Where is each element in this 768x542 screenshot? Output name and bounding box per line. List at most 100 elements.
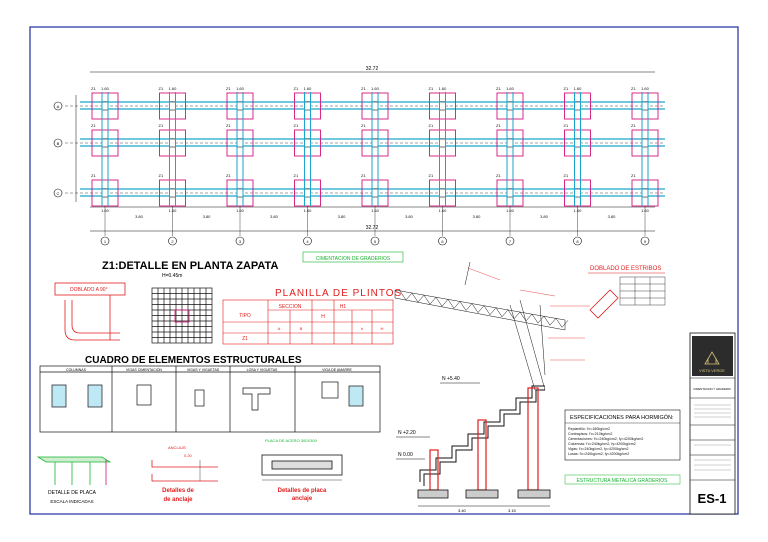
truss-diagonal — [465, 303, 473, 311]
axis-number: 7 — [509, 239, 512, 244]
estribos-table — [619, 276, 666, 306]
footing-tag: Z1 — [91, 173, 96, 178]
footing — [294, 92, 321, 120]
column — [439, 138, 446, 148]
span-dim: 3.80 — [405, 214, 414, 219]
footing-tag: Z1 — [564, 173, 569, 178]
titleblock-title: CIMENTACION Y GRADERIO — [693, 387, 731, 391]
zapata-column-stub — [174, 309, 190, 323]
axis-number: 8 — [576, 239, 579, 244]
level-540: N +5.40 — [442, 376, 460, 382]
truss-diagonal — [471, 303, 479, 313]
zapata-height: H=0.45m — [162, 273, 182, 279]
column — [304, 188, 311, 198]
estructura-link-box — [564, 474, 681, 485]
anclaje-caption-1: Detalles de — [162, 488, 194, 494]
title-block — [689, 332, 736, 515]
especificaciones-box — [564, 409, 681, 461]
truss-diagonal — [531, 313, 539, 324]
column — [169, 188, 176, 198]
truss-diagonal — [417, 294, 425, 303]
footing — [361, 129, 389, 157]
truss-diagonal — [513, 311, 521, 320]
footing-tag: Z1 — [91, 123, 96, 128]
column — [169, 138, 176, 148]
column — [574, 138, 581, 148]
footing-tag: Z1 — [496, 123, 501, 128]
planilla-col-a: A — [278, 326, 281, 331]
span-dim: 3.80 — [473, 214, 482, 219]
spec-line-2: Contrapisos: f'c=210kg/cm2 — [568, 432, 612, 436]
footing-dim: 1.60 — [439, 86, 448, 91]
footing-dim: 1.60 — [506, 86, 515, 91]
column — [236, 138, 244, 148]
footing — [361, 92, 389, 120]
footing — [91, 129, 119, 157]
footing-tag: Z1 — [564, 86, 569, 91]
footing — [159, 129, 186, 157]
cimentacion-label: CIMENTACION DE GRADERIOS — [316, 256, 391, 262]
total-dim-top: 32.72 — [366, 66, 379, 72]
footing-dim: 1.60 — [236, 86, 245, 91]
spec-line-3: Cimentaciones: f'c=240kg/cm2, fy=4200kg/… — [568, 437, 643, 441]
column — [506, 101, 514, 111]
footing-tag: Z1 — [631, 123, 636, 128]
column — [304, 138, 311, 148]
anclaje-label: ANCLAJE — [168, 445, 186, 450]
footing-dim-bottom: 1.60 — [439, 208, 448, 213]
cuadro-h-columnas: COLUMNAS — [66, 368, 87, 372]
footing-tag: Z1 — [226, 86, 231, 91]
especificaciones-lines: Replantillo: f'c=180kg/cm2 Contrapisos: … — [568, 427, 643, 456]
truss-diagonal — [489, 307, 497, 315]
span-dim: 3.80 — [270, 214, 279, 219]
sheet-border — [29, 26, 739, 515]
cuadro-table — [39, 365, 381, 433]
axis-number: 9 — [644, 239, 647, 244]
span-dim: 3.80 — [540, 214, 549, 219]
axis-bubble — [438, 236, 447, 246]
row-axis-a: A — [57, 104, 60, 109]
doblado-90-detail — [54, 282, 126, 341]
footing — [631, 129, 659, 157]
axis-bubble — [505, 236, 515, 246]
graderio-columns — [429, 387, 539, 491]
footing — [429, 129, 456, 157]
footing-tag: Z1 — [226, 123, 231, 128]
truss-diagonal — [549, 318, 557, 326]
column — [506, 138, 514, 148]
axis-bubble — [303, 236, 312, 246]
truss-diagonal — [555, 318, 563, 328]
footing-tag: Z1 — [361, 123, 366, 128]
column — [169, 101, 176, 111]
footing-tag: Z1 — [159, 123, 164, 128]
truss-diagonal — [501, 309, 509, 317]
axis-bubble — [573, 236, 582, 246]
brand-name: VISTA VERDE — [699, 368, 725, 373]
span-dim: 3.80 — [135, 214, 144, 219]
footing-tag: Z1 — [429, 123, 434, 128]
truss-diagonal — [525, 313, 533, 322]
especificaciones-title: ESPECIFICACIONES PARA HORMIGÓN: — [570, 414, 674, 421]
row-axis-c: C — [57, 191, 60, 196]
placa-caption-1: DETALLE DE PLACA — [48, 490, 97, 496]
footing — [496, 129, 524, 157]
column — [101, 138, 109, 148]
axis-bubble — [100, 236, 110, 246]
column — [236, 188, 244, 198]
planilla-col-b: B — [300, 326, 303, 331]
footing-dim: 1.60 — [574, 86, 583, 91]
footing-dim: 1.60 — [371, 86, 380, 91]
column — [101, 101, 109, 111]
truss-diagonal — [453, 301, 461, 309]
placa-anclaje-detail — [261, 454, 343, 481]
truss-diagonal — [495, 307, 503, 317]
planilla-col-h: h — [361, 326, 363, 331]
footing-dim: 1.60 — [169, 86, 178, 91]
footing-dim: 1.60 — [641, 86, 650, 91]
axis-number: 2 — [171, 239, 174, 244]
truss-diagonal — [399, 290, 407, 301]
cimentacion-label-box — [302, 251, 404, 263]
foundation-plan: 32.72 A B C Z1Z1Z11.601.603.80Z1Z1Z11.60… — [53, 66, 665, 246]
column — [371, 188, 379, 198]
truss-diagonal — [483, 305, 491, 315]
